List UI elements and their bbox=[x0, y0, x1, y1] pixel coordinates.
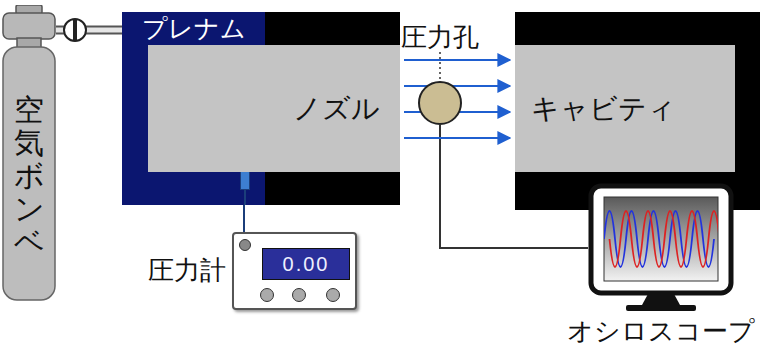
leader-line bbox=[439, 52, 441, 79]
nozzle: ノズル bbox=[148, 45, 400, 172]
gauge-knob bbox=[260, 288, 274, 302]
pressure-hole-label: 圧力孔 bbox=[401, 21, 479, 53]
pressure-tap bbox=[240, 170, 250, 190]
tap-wire bbox=[244, 190, 246, 205]
monitor-illustration bbox=[588, 183, 734, 313]
gauge-knob bbox=[326, 288, 340, 302]
cylinder-label: 空気ボンベ bbox=[14, 93, 44, 258]
cavity-label: キャビティ bbox=[531, 90, 676, 128]
cavity: キャビティ bbox=[515, 45, 735, 172]
connector-line bbox=[244, 205, 245, 232]
gauge-label: 圧力計 bbox=[148, 254, 226, 286]
gauge-reading: 0.00 bbox=[283, 253, 330, 276]
gauge-port bbox=[239, 239, 251, 251]
pressure-hole: 圧力孔 bbox=[418, 81, 462, 125]
oscilloscope: オシロスコープ bbox=[588, 183, 734, 313]
cavity-block bbox=[515, 12, 760, 210]
plenum-label: プレナム bbox=[122, 12, 265, 45]
connector-stroke bbox=[243, 205, 245, 232]
nozzle-label: ノズル bbox=[293, 90, 380, 128]
pressure-gauge: 圧力計0.00 bbox=[232, 232, 357, 310]
gauge-knob bbox=[292, 288, 306, 302]
flow-arrows bbox=[404, 60, 510, 138]
display-screen: 0.00 bbox=[262, 248, 350, 280]
oscilloscope-label: オシロスコープ bbox=[567, 315, 755, 347]
valve-symbol bbox=[64, 19, 86, 41]
gas-cylinder: 空気ボンベ bbox=[2, 5, 56, 302]
